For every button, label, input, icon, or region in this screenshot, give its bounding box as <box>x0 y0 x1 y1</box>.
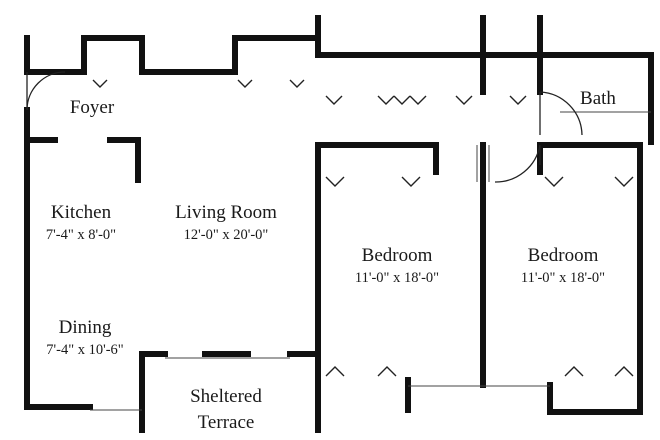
closet-chevron-up <box>325 366 345 377</box>
room-labels: Foyer Kitchen 7'-4" x 8'-0" Living Room … <box>46 88 617 433</box>
doors <box>26 71 583 183</box>
bedroom1-label: Bedroom <box>362 245 433 266</box>
kitchen-label: Kitchen <box>51 202 112 223</box>
closet-chevron <box>409 95 427 105</box>
living-room-dims: 12'-0" x 20'-0" <box>184 227 269 243</box>
closet-chevron-up <box>614 366 634 377</box>
closet-chevron <box>237 79 253 88</box>
closet-chevron <box>325 95 343 105</box>
terrace-label-line2: Terrace <box>198 412 255 433</box>
closet-chevron <box>325 176 345 187</box>
kitchen-dims: 7'-4" x 8'-0" <box>46 227 116 243</box>
closet-chevron-up <box>377 366 397 377</box>
closet-chevron <box>393 95 411 105</box>
living-room-label: Living Room <box>175 202 277 223</box>
closet-chevron <box>544 176 564 187</box>
closet-chevron <box>377 95 395 105</box>
terrace-label-line1: Sheltered <box>190 386 262 407</box>
bath-door-swing <box>539 91 583 136</box>
walls <box>24 15 654 433</box>
bedroom2-dims: 11'-0" x 18'-0" <box>521 270 605 286</box>
closet-chevron <box>455 95 473 105</box>
bedroom1-wall-top <box>315 142 439 403</box>
left-wall <box>24 137 93 410</box>
closet-chevron <box>509 95 527 105</box>
bedroom2-label: Bedroom <box>528 245 599 266</box>
entry-door-swing <box>26 71 66 111</box>
terrace-wall-left <box>139 351 168 433</box>
windows-and-openings <box>90 111 651 411</box>
closet-chevron <box>614 176 634 187</box>
bath-label: Bath <box>580 88 616 109</box>
top-wall <box>24 35 654 145</box>
closet-markers <box>92 79 634 377</box>
dining-dims: 7'-4" x 10'-6" <box>46 342 124 358</box>
closet-chevron <box>289 79 305 88</box>
foyer-label: Foyer <box>70 97 115 118</box>
bedroom1-dims: 11'-0" x 18'-0" <box>355 270 439 286</box>
bedroom2-door-swing <box>494 144 541 183</box>
closet-chevron <box>401 176 421 187</box>
closet-chevron <box>92 79 108 88</box>
terrace-wall-right <box>287 351 321 433</box>
closet-chevron-up <box>564 366 584 377</box>
dining-label: Dining <box>59 317 112 338</box>
kitchen-wall-right <box>107 137 141 183</box>
